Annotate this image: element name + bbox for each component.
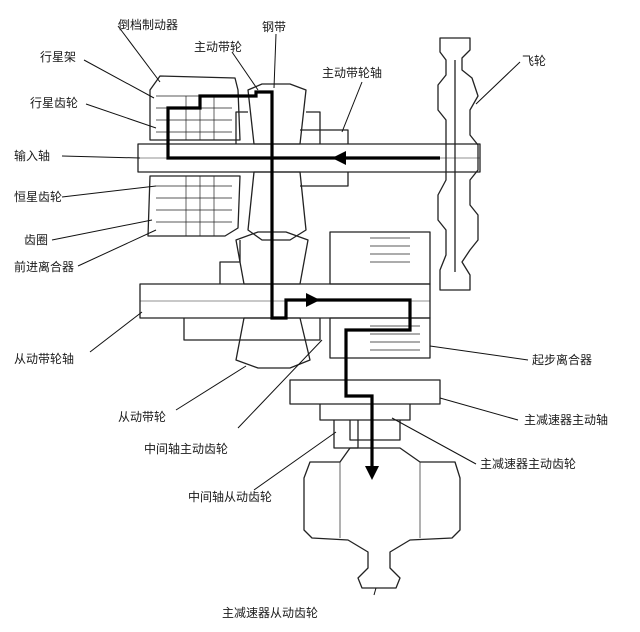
label-sun-gear: 恒星齿轮 — [14, 190, 63, 204]
leader-sun-gear — [61, 185, 157, 198]
differential-shape — [303, 447, 461, 589]
label-forward-clutch: 前进离合器 — [14, 260, 75, 274]
leader-drive-pulley — [231, 51, 259, 91]
leader-driven-pulley — [175, 365, 247, 411]
label-countershaft-drive-gear: 中间轴主动齿轮 — [144, 442, 229, 456]
power-flow-path — [166, 90, 440, 470]
flow-arrow-final — [365, 466, 379, 480]
flow-arrow-driven — [306, 293, 320, 307]
label-ring-gear: 齿圈 — [24, 233, 49, 247]
label-drive-pulley-shaft: 主动带轮轴 — [322, 66, 383, 80]
leader-input-shaft — [61, 155, 141, 159]
flywheel-shape — [437, 37, 479, 291]
leader-countershaft-driven-gear — [253, 431, 337, 491]
planetary-lower-shape — [147, 175, 241, 237]
leader-final-drive-shaft — [439, 397, 519, 421]
leader-driven-pulley-shaft — [89, 311, 143, 353]
label-driven-pulley-shaft: 从动带轮轴 — [14, 352, 75, 366]
label-start-clutch: 起步离合器 — [532, 353, 593, 367]
leader-countershaft-drive-gear — [237, 339, 323, 429]
leader-planet-carrier — [83, 59, 155, 99]
label-reverse-brake: 倒档制动器 — [118, 18, 179, 32]
label-final-driven-gear: 主减速器从动齿轮 — [222, 606, 319, 620]
leader-forward-clutch — [77, 229, 157, 267]
label-planet-carrier: 行星架 — [40, 50, 77, 64]
final-drive-shaft-shape — [289, 379, 441, 405]
leader-start-clutch — [429, 345, 529, 361]
driven-pulley-shape — [235, 231, 309, 285]
leader-planet-gear — [85, 103, 157, 129]
label-driven-pulley: 从动带轮 — [118, 410, 167, 424]
drive-pulley-shape — [247, 83, 307, 145]
label-planet-gear: 行星齿轮 — [30, 96, 79, 110]
leader-final-drive-gear — [391, 417, 477, 465]
leader-drive-pulley-shaft — [341, 81, 363, 133]
flow-arrow-input — [332, 151, 346, 165]
leader-flywheel — [475, 61, 521, 105]
label-steel-belt: 钢带 — [262, 20, 287, 34]
leader-final-driven-gear — [373, 587, 377, 596]
label-input-shaft: 输入轴 — [14, 149, 51, 163]
label-drive-pulley: 主动带轮 — [194, 40, 243, 54]
leader-ring-gear — [51, 219, 153, 241]
label-final-drive-gear: 主减速器主动齿轮 — [480, 457, 577, 471]
start-clutch-shape — [329, 231, 431, 285]
planetary-upper-shape — [149, 75, 241, 141]
label-flywheel: 飞轮 — [522, 54, 547, 68]
label-final-drive-shaft: 主减速器主动轴 — [524, 413, 609, 427]
leader-steel-belt — [273, 33, 277, 89]
leader-reverse-brake — [117, 25, 161, 83]
label-countershaft-driven-gear: 中间轴从动齿轮 — [188, 490, 273, 504]
